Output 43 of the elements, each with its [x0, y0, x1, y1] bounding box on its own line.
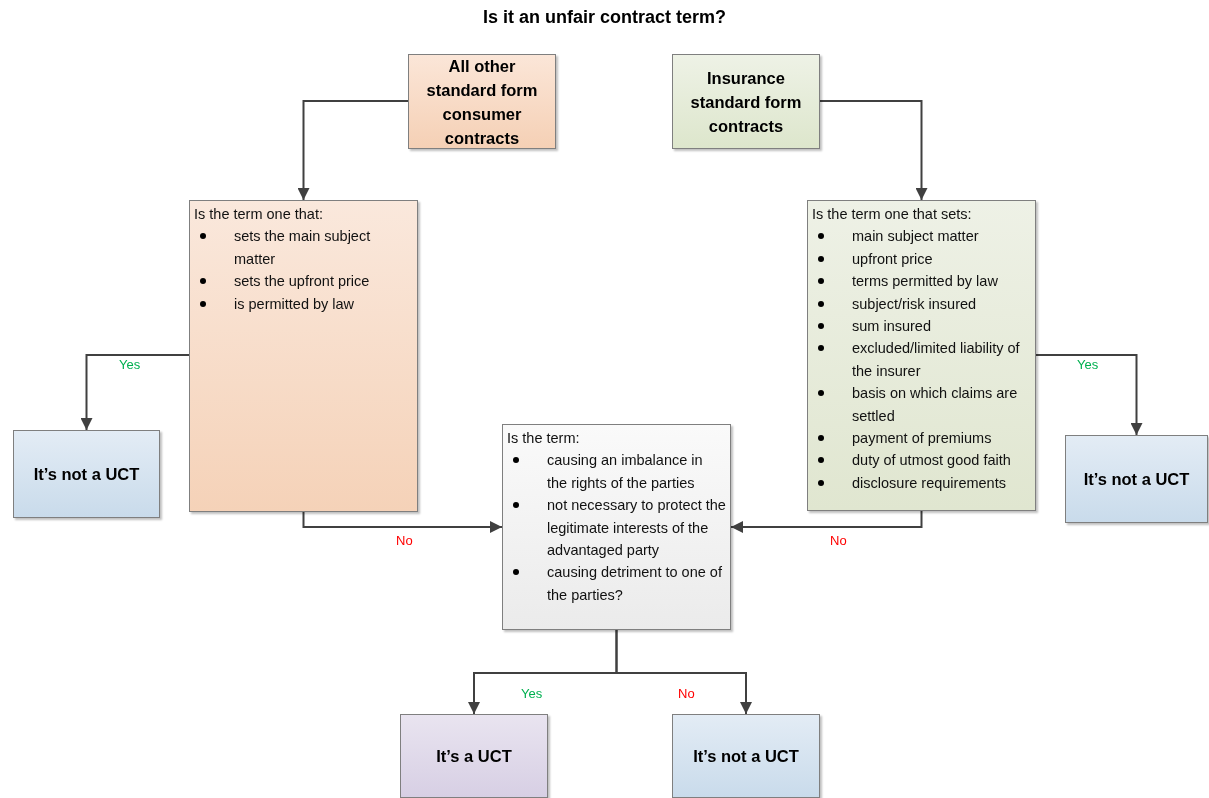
question-box	[502, 424, 731, 630]
edge-label: No	[677, 687, 696, 701]
process-box	[672, 54, 820, 149]
edge-label: No	[829, 534, 848, 548]
question-box	[189, 200, 418, 512]
process-box	[13, 430, 160, 518]
diagram-title: Is it an unfair contract term?	[481, 7, 727, 28]
edge-label: No	[395, 534, 414, 548]
box-label: It’s not a UCT	[1083, 469, 1190, 490]
bullet-item: upfront price	[812, 247, 1031, 271]
connector-arrow	[730, 510, 923, 533]
connector-arrow	[297, 100, 409, 201]
box-label: It’s not a UCT	[693, 746, 799, 767]
process-box	[672, 714, 820, 798]
box-label: It’s not a UCT	[33, 464, 140, 485]
connector-arrow	[80, 354, 190, 431]
connector-arrow	[1035, 354, 1143, 436]
edge-label: Yes	[1076, 358, 1100, 372]
bullet-item: sets the upfront price	[194, 270, 413, 293]
box-label: Insurance standard form contracts	[689, 67, 803, 137]
box-label: It’s a UCT	[436, 746, 512, 767]
bullet-item: payment of premiums	[812, 427, 1031, 450]
bullet-item: terms permitted by law	[812, 270, 1031, 293]
connector-arrow	[302, 511, 503, 533]
bullet-item: subject/risk insured	[812, 292, 1031, 316]
edge-label: Yes	[118, 358, 142, 372]
question-heading: Is the term:	[507, 429, 581, 448]
bullet-item: main subject matter	[812, 225, 1031, 248]
bullet-item: disclosure requirements	[812, 471, 1031, 495]
bullet-item: duty of utmost good faith	[812, 449, 1031, 472]
bullet-item: is permitted by law	[194, 292, 413, 316]
box-label: All other standard form consumer contracts	[425, 55, 539, 149]
edge-label: Yes	[520, 687, 544, 701]
connector-arrow	[615, 629, 752, 715]
process-box	[1065, 435, 1208, 523]
connector-arrow	[819, 100, 928, 201]
question-heading: Is the term one that:	[194, 205, 324, 224]
question-box	[807, 200, 1036, 511]
bullet-item: causing detriment to one of the parties?	[507, 561, 726, 607]
process-box	[408, 54, 556, 149]
process-box	[400, 714, 548, 798]
bullet-item: sum insured	[812, 315, 1031, 338]
question-heading: Is the term one that sets:	[812, 205, 973, 224]
